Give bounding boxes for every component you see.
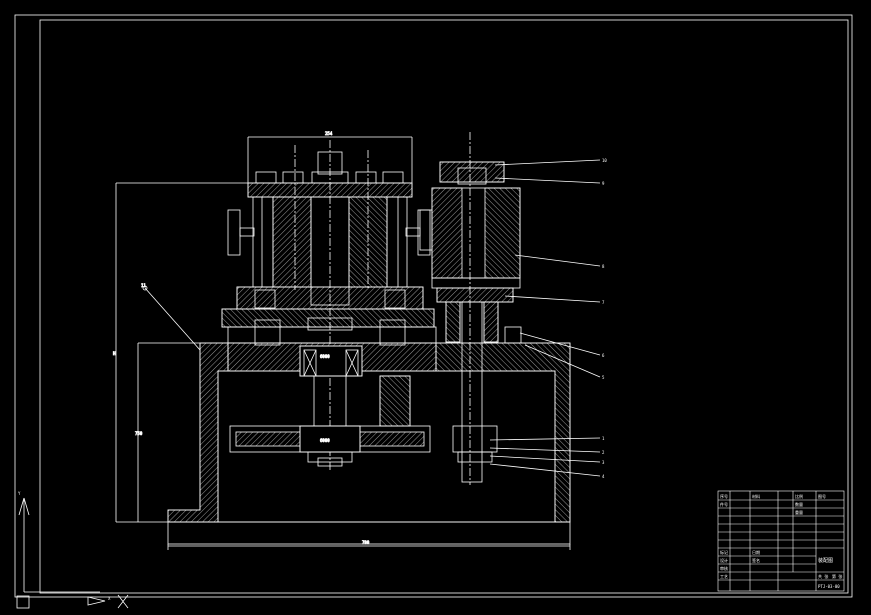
balloon-9: 9 xyxy=(602,181,605,186)
tb-right-4: 共 张 xyxy=(818,573,828,579)
right-assembly xyxy=(419,132,522,485)
dim-height-outer: H xyxy=(113,351,116,356)
title-block xyxy=(717,490,845,592)
tb-right-5: 第 张 xyxy=(832,573,842,579)
tb-mid-8: 签名 xyxy=(752,557,760,563)
tb-mid-0: 材料 xyxy=(752,493,760,499)
outer-border xyxy=(14,14,853,598)
tb-left-10: 工艺 xyxy=(720,574,728,579)
inner-border xyxy=(39,19,849,594)
upper-bearing-label: 6000 xyxy=(320,354,330,359)
dim-height-inner: 750 xyxy=(135,431,143,436)
tb-left-7: 标记 xyxy=(720,549,728,555)
balloon-3: 3 xyxy=(602,460,605,465)
tb-mid-7: 日期 xyxy=(752,549,760,555)
balloon-10: 10 xyxy=(602,158,607,163)
title-block-text: 序号 件号 标记 设计 审核 工艺 材料 日期 签名 比例 数量 重量 图号 共… xyxy=(720,493,842,589)
balloon-7: 7 xyxy=(602,300,605,305)
tb-title: 装配图 xyxy=(818,557,833,564)
dim-top-width: 254 xyxy=(325,131,333,136)
tb-right-0: 比例 xyxy=(795,493,803,499)
tb-right-1: 数量 xyxy=(795,501,803,507)
tb-left-8: 设计 xyxy=(720,557,728,563)
balloon-8: 8 xyxy=(602,264,605,269)
left-assembly: 6000 6000 xyxy=(113,131,571,550)
balloon-1: 1 xyxy=(602,436,605,441)
lower-hub-label: 6000 xyxy=(320,438,330,443)
balloon-6: 6 xyxy=(602,353,605,358)
balloon-11: 11 xyxy=(141,283,146,288)
balloon-4: 4 xyxy=(602,474,605,479)
leader-lines xyxy=(489,159,601,477)
tb-right-2: 重量 xyxy=(795,509,803,515)
dim-base-width: 700 xyxy=(362,540,370,545)
tb-left-9: 审核 xyxy=(720,565,728,571)
balloon-labels: 10 9 8 7 6 5 1 2 3 4 xyxy=(602,158,607,479)
tb-left-1: 件号 xyxy=(720,501,728,507)
ucs-y-label: Y xyxy=(18,491,21,496)
ucs-icon xyxy=(16,497,129,609)
tb-left-0: 序号 xyxy=(720,493,728,499)
ucs-x-label: X xyxy=(108,596,111,601)
balloon-2: 2 xyxy=(602,450,605,455)
tb-right-3: 图号 xyxy=(818,493,826,499)
balloon-5: 5 xyxy=(602,375,605,380)
tb-drawing-no: PTJ-03-00 xyxy=(818,584,840,589)
